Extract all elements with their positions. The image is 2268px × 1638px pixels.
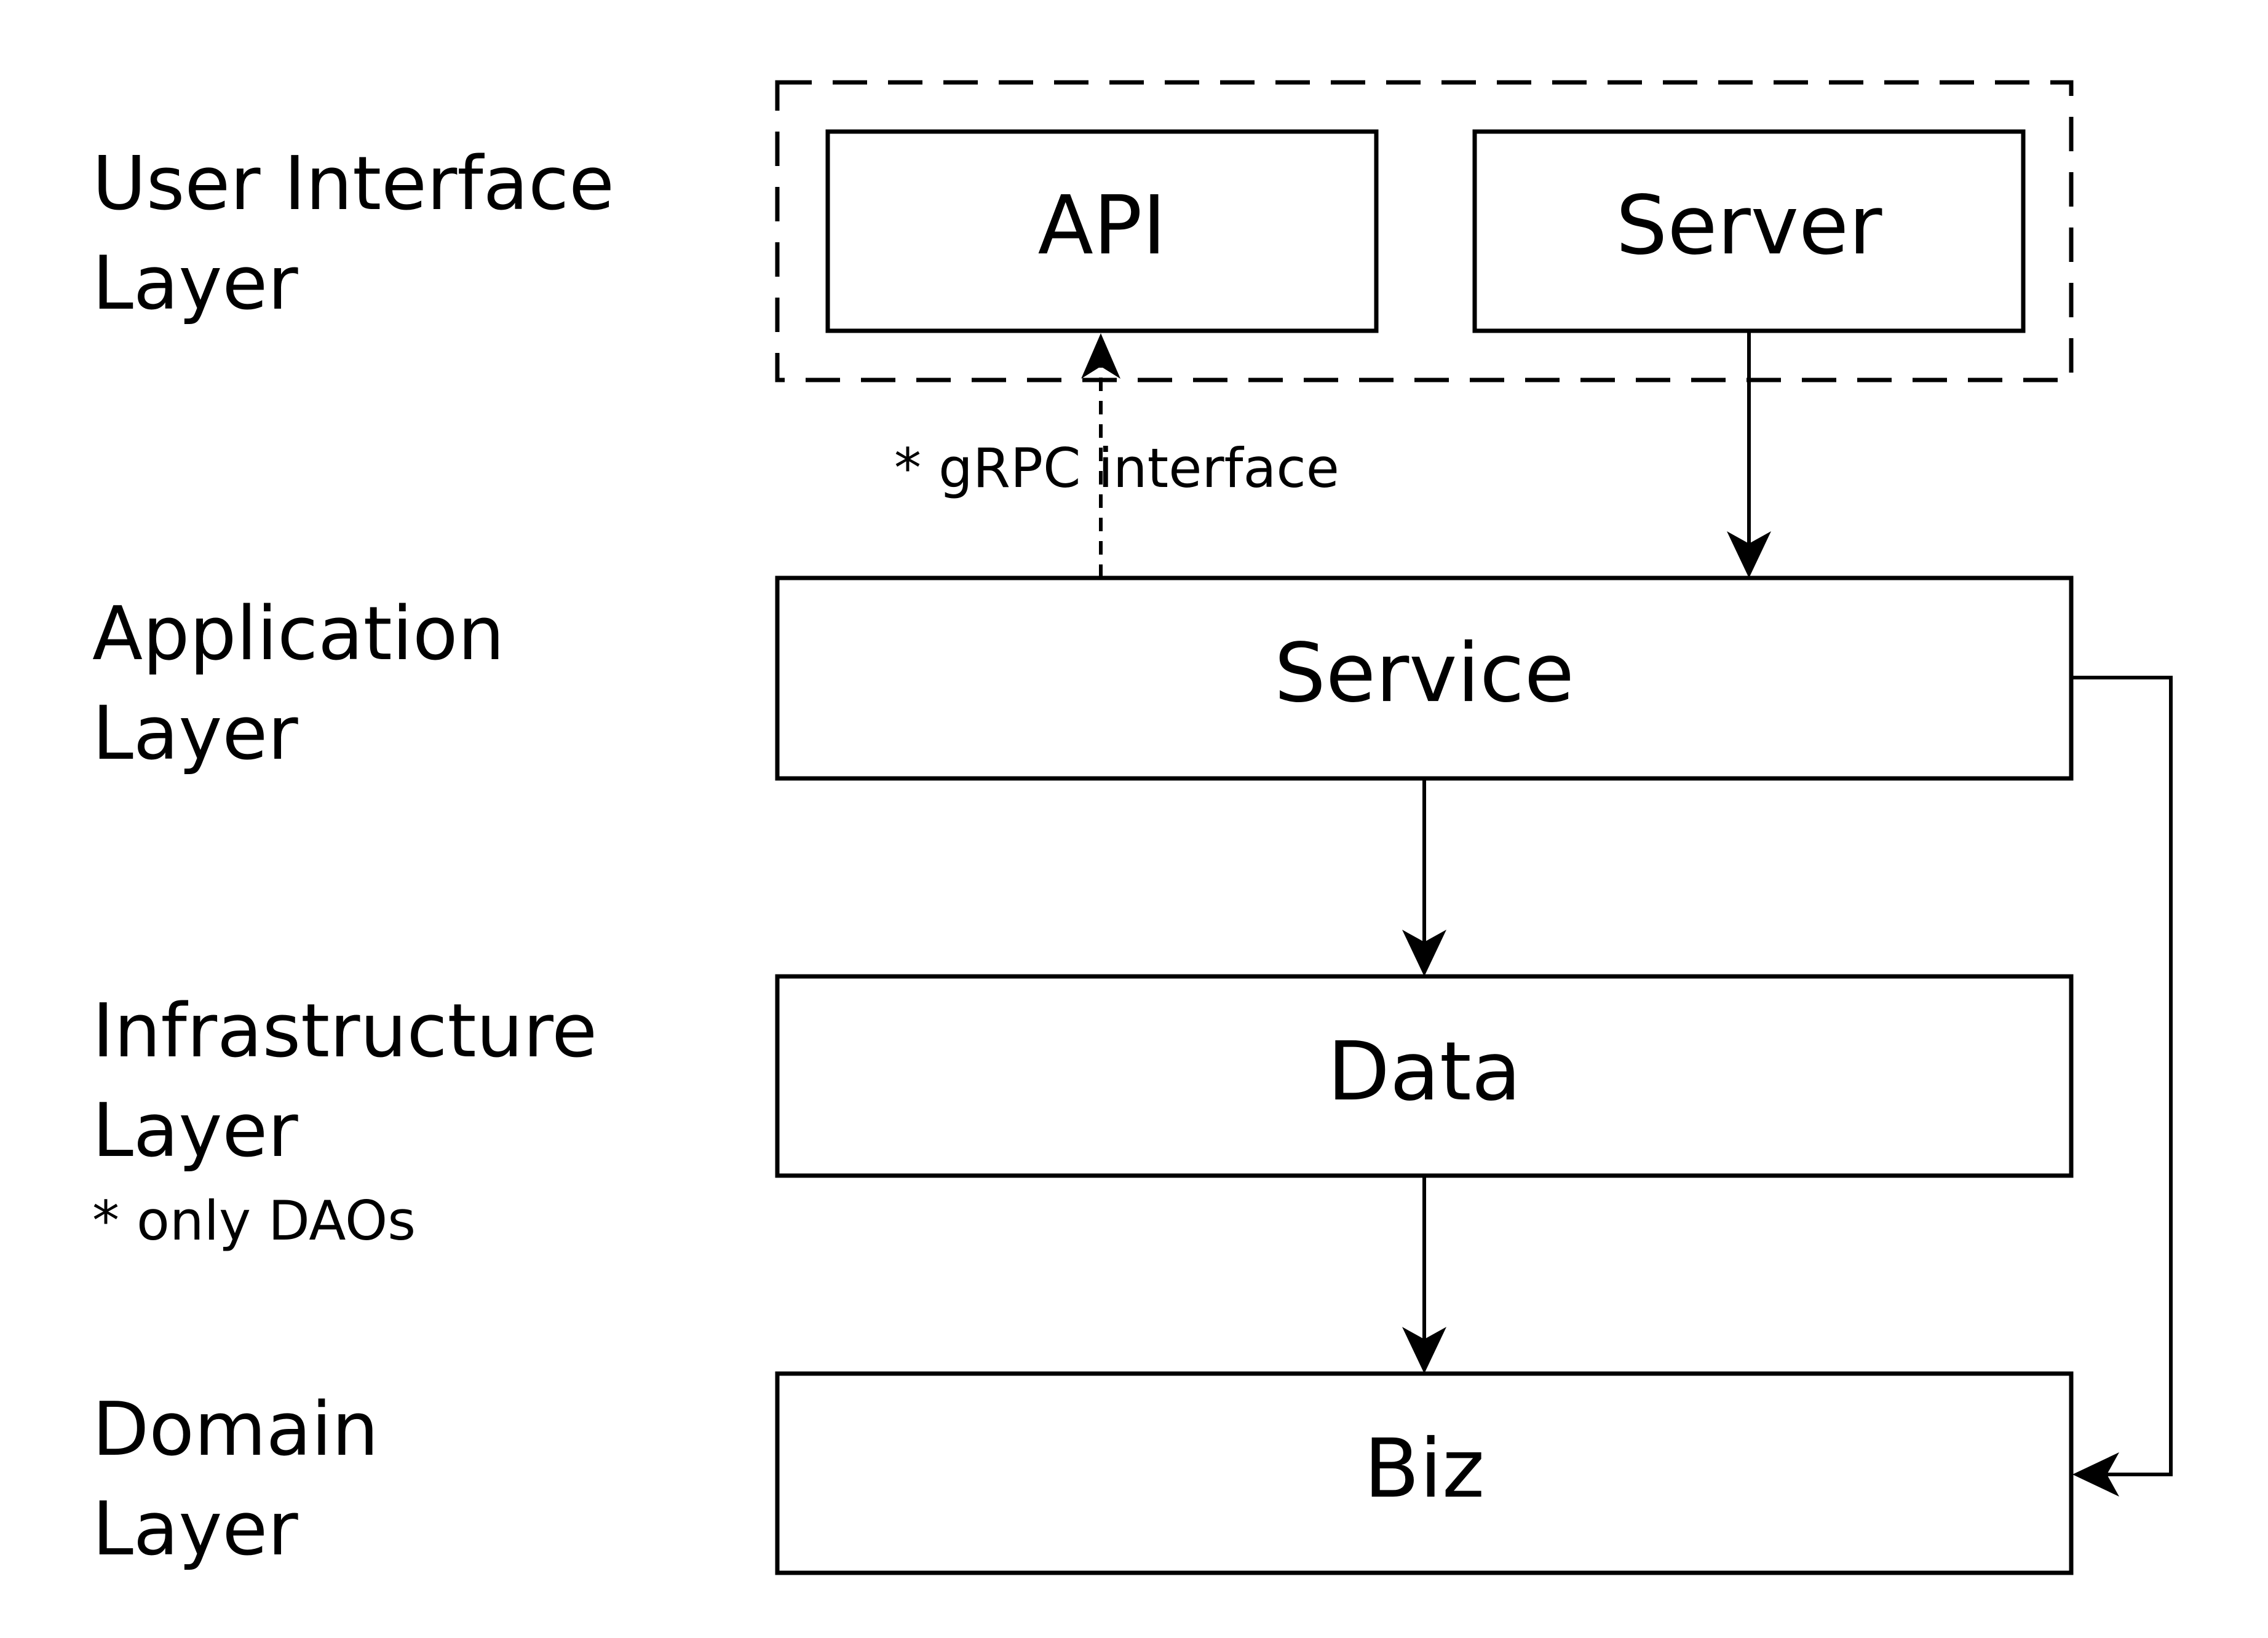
api-arrowhead: [1081, 333, 1120, 379]
connectors: * gRPC interface: [894, 331, 2173, 1497]
service-box-label: Service: [1274, 626, 1574, 721]
biz-top-arrowhead: [1402, 1327, 1446, 1374]
api-box-label: API: [1038, 178, 1167, 273]
grpc-interface-note: * gRPC interface: [894, 437, 1339, 500]
application-layer-label-line1: Application: [92, 592, 505, 677]
biz-box: Biz: [775, 1371, 2074, 1575]
data-box: Data: [775, 974, 2074, 1178]
layer-labels: User Interface Layer Application Layer I…: [92, 141, 614, 1572]
server-box: Server: [1472, 129, 2026, 333]
domain-layer-label-line1: Domain: [92, 1387, 379, 1473]
domain-layer-label-line2: Layer: [92, 1487, 298, 1572]
ui-layer-label-line1: User Interface: [92, 141, 614, 227]
data-arrowhead: [1402, 930, 1446, 976]
infrastructure-layer-label-line2: Layer: [92, 1088, 298, 1174]
ui-layer-label-line2: Layer: [92, 241, 298, 326]
infrastructure-layer-label-line1: Infrastructure: [92, 989, 597, 1074]
biz-box-label: Biz: [1364, 1422, 1485, 1516]
biz-right-arrowhead: [2072, 1452, 2119, 1497]
data-box-label: Data: [1327, 1024, 1521, 1119]
ui-layer-group-frame: [775, 80, 2074, 382]
application-layer-label-line2: Layer: [92, 691, 298, 777]
server-box-label: Server: [1616, 178, 1883, 273]
service-box: Service: [775, 576, 2074, 781]
service-to-biz-bypass-line: [2071, 676, 2173, 1476]
infrastructure-layer-note: * only DAOs: [92, 1189, 416, 1252]
api-box: API: [825, 129, 1379, 333]
service-arrowhead: [1727, 531, 1771, 578]
